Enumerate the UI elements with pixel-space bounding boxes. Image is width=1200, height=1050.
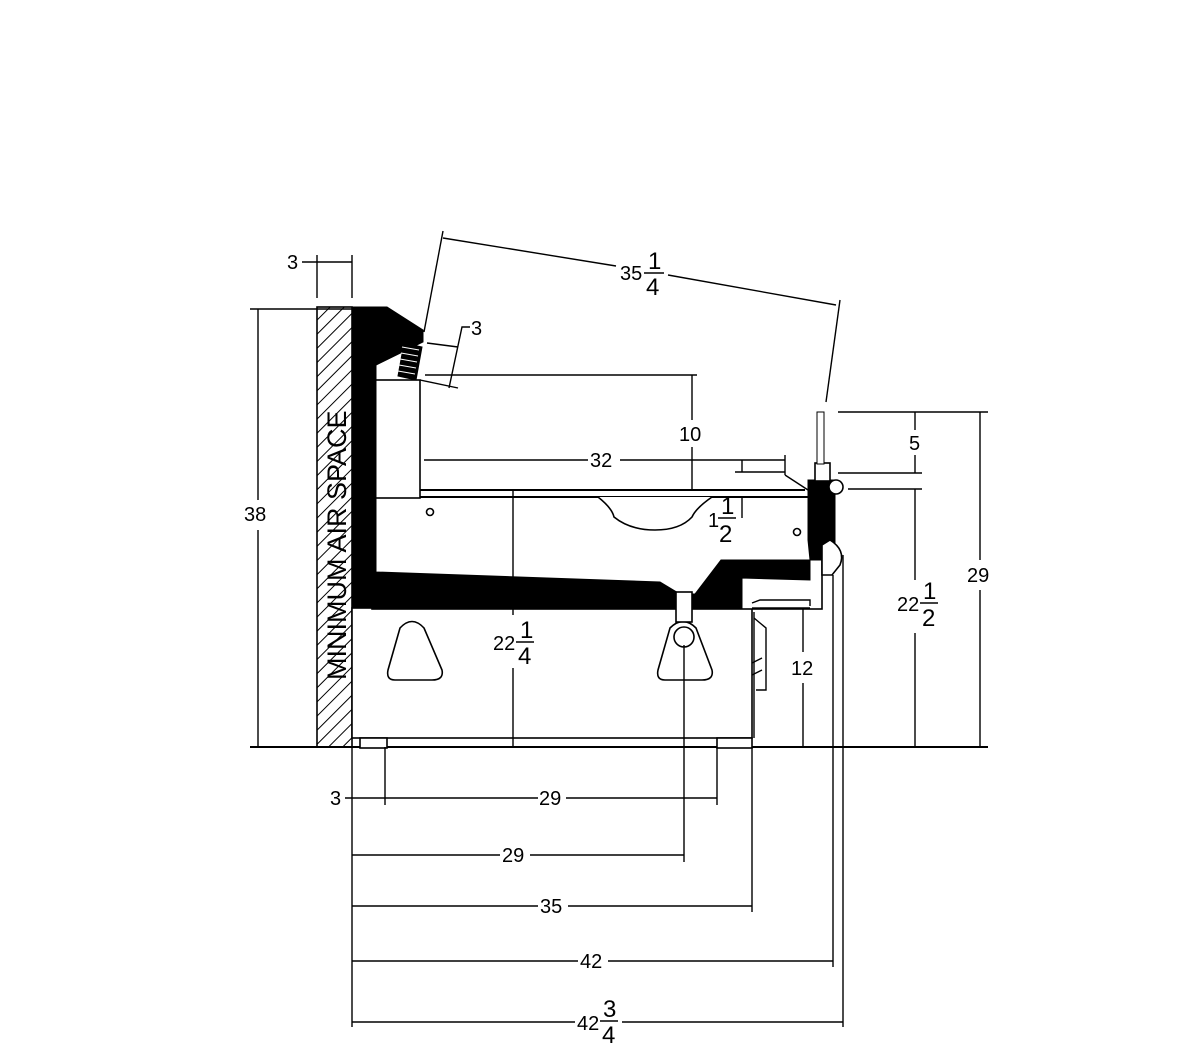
- dim-diagonal-den: 4: [646, 274, 659, 301]
- dim-edge-num: 1: [721, 493, 734, 520]
- dim-work-height-num: 1: [520, 617, 533, 644]
- dim-backsplash-height: 10: [679, 424, 701, 446]
- dim-work-height-whole: 22: [493, 633, 515, 655]
- dim-diagonal-whole: 35: [620, 263, 642, 285]
- dimension-labels: 3 38 35 1 4 3 10 32 1 1 2 22 1 4 5 22 1 …: [244, 248, 989, 1049]
- foot-rear: [359, 737, 388, 749]
- appliance-body: [351, 306, 844, 749]
- dim-overall-depth: 42: [580, 951, 602, 973]
- dim-edge-den: 2: [719, 521, 732, 548]
- dim-work-height-den: 4: [518, 643, 531, 670]
- dim-max-depth-den: 4: [602, 1022, 615, 1049]
- dim-cook-depth: 32: [590, 450, 612, 472]
- foot-front: [716, 737, 753, 749]
- dimension-lines: [250, 230, 988, 1027]
- dim-air-gap-top: 3: [287, 252, 298, 274]
- dim-backsplash-thickness: 3: [471, 318, 482, 340]
- dim-bottom-offset: 3: [330, 788, 341, 810]
- wall-air-space: MINIMUM AIR SPACE: [316, 306, 353, 748]
- dim-body-depth: 35: [540, 896, 562, 918]
- leg-cutout-rear: [386, 620, 444, 681]
- dim-control-height: 5: [909, 433, 920, 455]
- dim-diagonal-num: 1: [648, 248, 661, 275]
- dim-front-height-num: 1: [923, 578, 936, 605]
- dim-front-height-den: 2: [922, 605, 935, 632]
- dim-overall-height: 38: [244, 504, 266, 526]
- drain-fitting: [673, 626, 695, 648]
- dim-front-height-whole: 22: [897, 594, 919, 616]
- dim-drain-distance: 29: [502, 845, 524, 867]
- dim-leg-span: 29: [539, 788, 561, 810]
- dim-max-depth-whole: 42: [577, 1013, 599, 1035]
- wall-label: MINIMUM AIR SPACE: [322, 410, 352, 680]
- backsplash-grille: [397, 342, 423, 381]
- grease-trough: [597, 496, 713, 531]
- dim-drawer-height: 12: [791, 658, 813, 680]
- dim-edge-whole: 1: [708, 510, 719, 532]
- dim-total-front-height: 29: [967, 565, 989, 587]
- dim-max-depth-num: 3: [603, 996, 616, 1023]
